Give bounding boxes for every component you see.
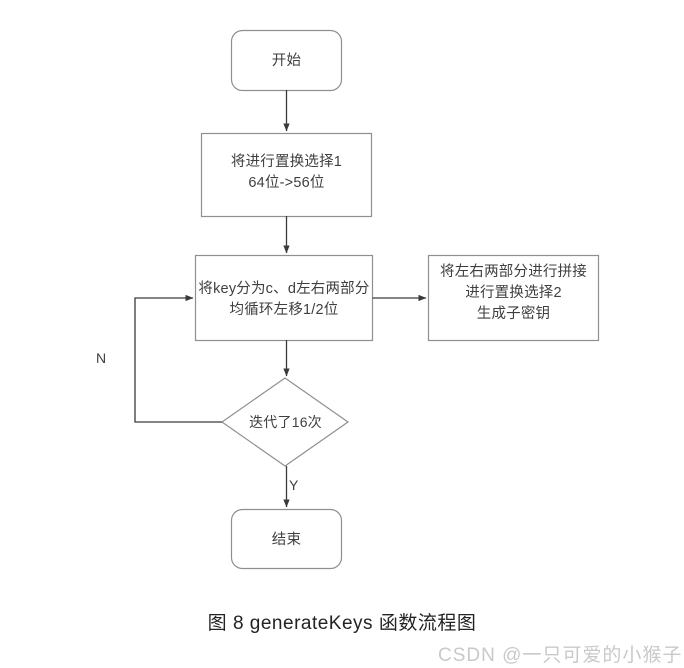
node-end-shape[interactable] [230,508,343,570]
node-start-shape[interactable] [230,29,343,92]
edge-label-no: N [96,350,107,366]
figure-caption: 图 8 generateKeys 函数流程图 [207,613,477,634]
csdn-watermark: CSDN @一只可爱的小猴子 [438,645,683,666]
node-join-subkey-shape[interactable] [427,254,600,342]
edge-loop-no-to-split [134,294,222,423]
node-split-key-shape[interactable] [194,254,374,342]
node-loop-decision-shape[interactable] [220,377,350,467]
node-permutation-choice-1-shape[interactable] [200,132,373,218]
edge-label-yes: Y [289,477,299,493]
